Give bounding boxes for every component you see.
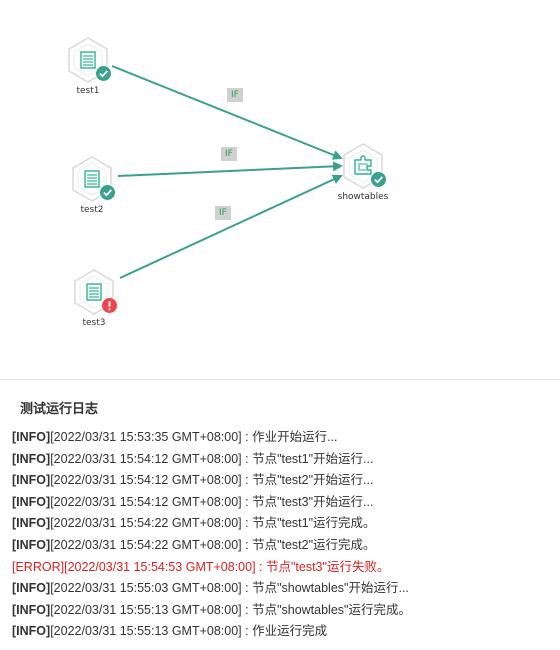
log-line: [INFO][2022/03/31 15:54:22 GMT+08:00] : … [12, 513, 560, 535]
edge-label-if-2: IF [221, 147, 237, 161]
log-message: [2022/03/31 15:53:35 GMT+08:00] : 作业开始运行… [50, 430, 338, 444]
log-message: [2022/03/31 15:54:12 GMT+08:00] : 节点"tes… [50, 494, 374, 509]
log-level: [INFO] [12, 516, 51, 531]
edge-test2-showtables[interactable] [117, 161, 343, 177]
log-title: 测试运行日志 [20, 401, 99, 416]
node-label: showtables [337, 192, 389, 202]
log-message: [2022/03/31 15:55:03 GMT+08:00] : 节点"sho… [50, 581, 409, 596]
success-check-icon [370, 171, 387, 188]
flow-canvas[interactable]: IF IF IF test1 [0, 0, 560, 380]
log-line: [INFO][2022/03/31 15:55:03 GMT+08:00] : … [12, 578, 560, 600]
node-test2[interactable]: test2 [52, 155, 132, 215]
node-hex [66, 36, 112, 84]
log-message: [2022/03/31 15:55:13 GMT+08:00] : 节点"sho… [50, 602, 411, 617]
log-level: [INFO] [12, 602, 51, 617]
log-line: [INFO][2022/03/31 15:54:12 GMT+08:00] : … [12, 470, 560, 492]
log-line: [INFO][2022/03/31 15:54:12 GMT+08:00] : … [12, 449, 560, 471]
table-icon [84, 170, 100, 188]
edge-label-if-3: IF [215, 206, 231, 220]
node-test1[interactable]: test1 [48, 36, 128, 96]
log-line: [INFO][2022/03/31 15:54:22 GMT+08:00] : … [12, 535, 560, 557]
log-level: [INFO] [12, 624, 51, 639]
success-check-icon [95, 65, 112, 82]
table-icon [86, 283, 102, 301]
log-level: [INFO] [12, 494, 51, 509]
log-level: [INFO] [12, 430, 51, 444]
log-level: [INFO] [12, 537, 51, 552]
node-test3[interactable]: test3 [54, 268, 134, 328]
log-line: [INFO][2022/03/31 15:55:13 GMT+08:00] : … [12, 600, 560, 622]
log-message: [2022/03/31 15:55:13 GMT+08:00] : 作业运行完成 [50, 624, 328, 639]
log-line-error: [ERROR][2022/03/31 15:54:53 GMT+08:00] :… [12, 557, 560, 579]
log-line: [INFO][2022/03/31 15:55:13 GMT+08:00] : … [12, 621, 560, 643]
error-exclamation-icon [101, 297, 118, 314]
table-icon [80, 51, 96, 69]
sql-puzzle-icon [354, 155, 372, 175]
log-message: [2022/03/31 15:54:22 GMT+08:00] : 节点"tes… [50, 516, 376, 531]
node-label: test2 [80, 205, 104, 215]
node-hex [72, 268, 118, 316]
success-check-icon [99, 184, 116, 201]
test-run-log-panel: 测试运行日志 [INFO][2022/03/31 15:53:35 GMT+08… [0, 380, 560, 643]
log-line: [INFO][2022/03/31 15:54:12 GMT+08:00] : … [12, 492, 560, 514]
log-line: [INFO][2022/03/31 15:53:35 GMT+08:00] : … [12, 427, 560, 449]
edge-test1-showtables[interactable] [111, 65, 343, 160]
edge-label-if-1: IF [227, 88, 243, 102]
log-level: [INFO] [12, 451, 51, 466]
log-level: [ERROR] [12, 559, 65, 574]
log-message: [2022/03/31 15:54:22 GMT+08:00] : 节点"tes… [50, 537, 376, 552]
node-hex [70, 155, 116, 203]
node-label: test1 [76, 86, 100, 96]
log-level: [INFO] [12, 581, 51, 596]
log-message: [2022/03/31 15:54:12 GMT+08:00] : 节点"tes… [50, 473, 374, 488]
log-message: [2022/03/31 15:54:12 GMT+08:00] : 节点"tes… [50, 451, 374, 466]
log-message: [2022/03/31 15:54:53 GMT+08:00] : 节点"tes… [64, 559, 390, 574]
log-level: [INFO] [12, 473, 51, 488]
node-showtables[interactable]: showtables [323, 142, 403, 202]
flow-edges [111, 65, 343, 279]
node-label: test3 [82, 318, 106, 328]
edge-test3-showtables[interactable] [119, 174, 343, 279]
node-hex [341, 142, 387, 190]
